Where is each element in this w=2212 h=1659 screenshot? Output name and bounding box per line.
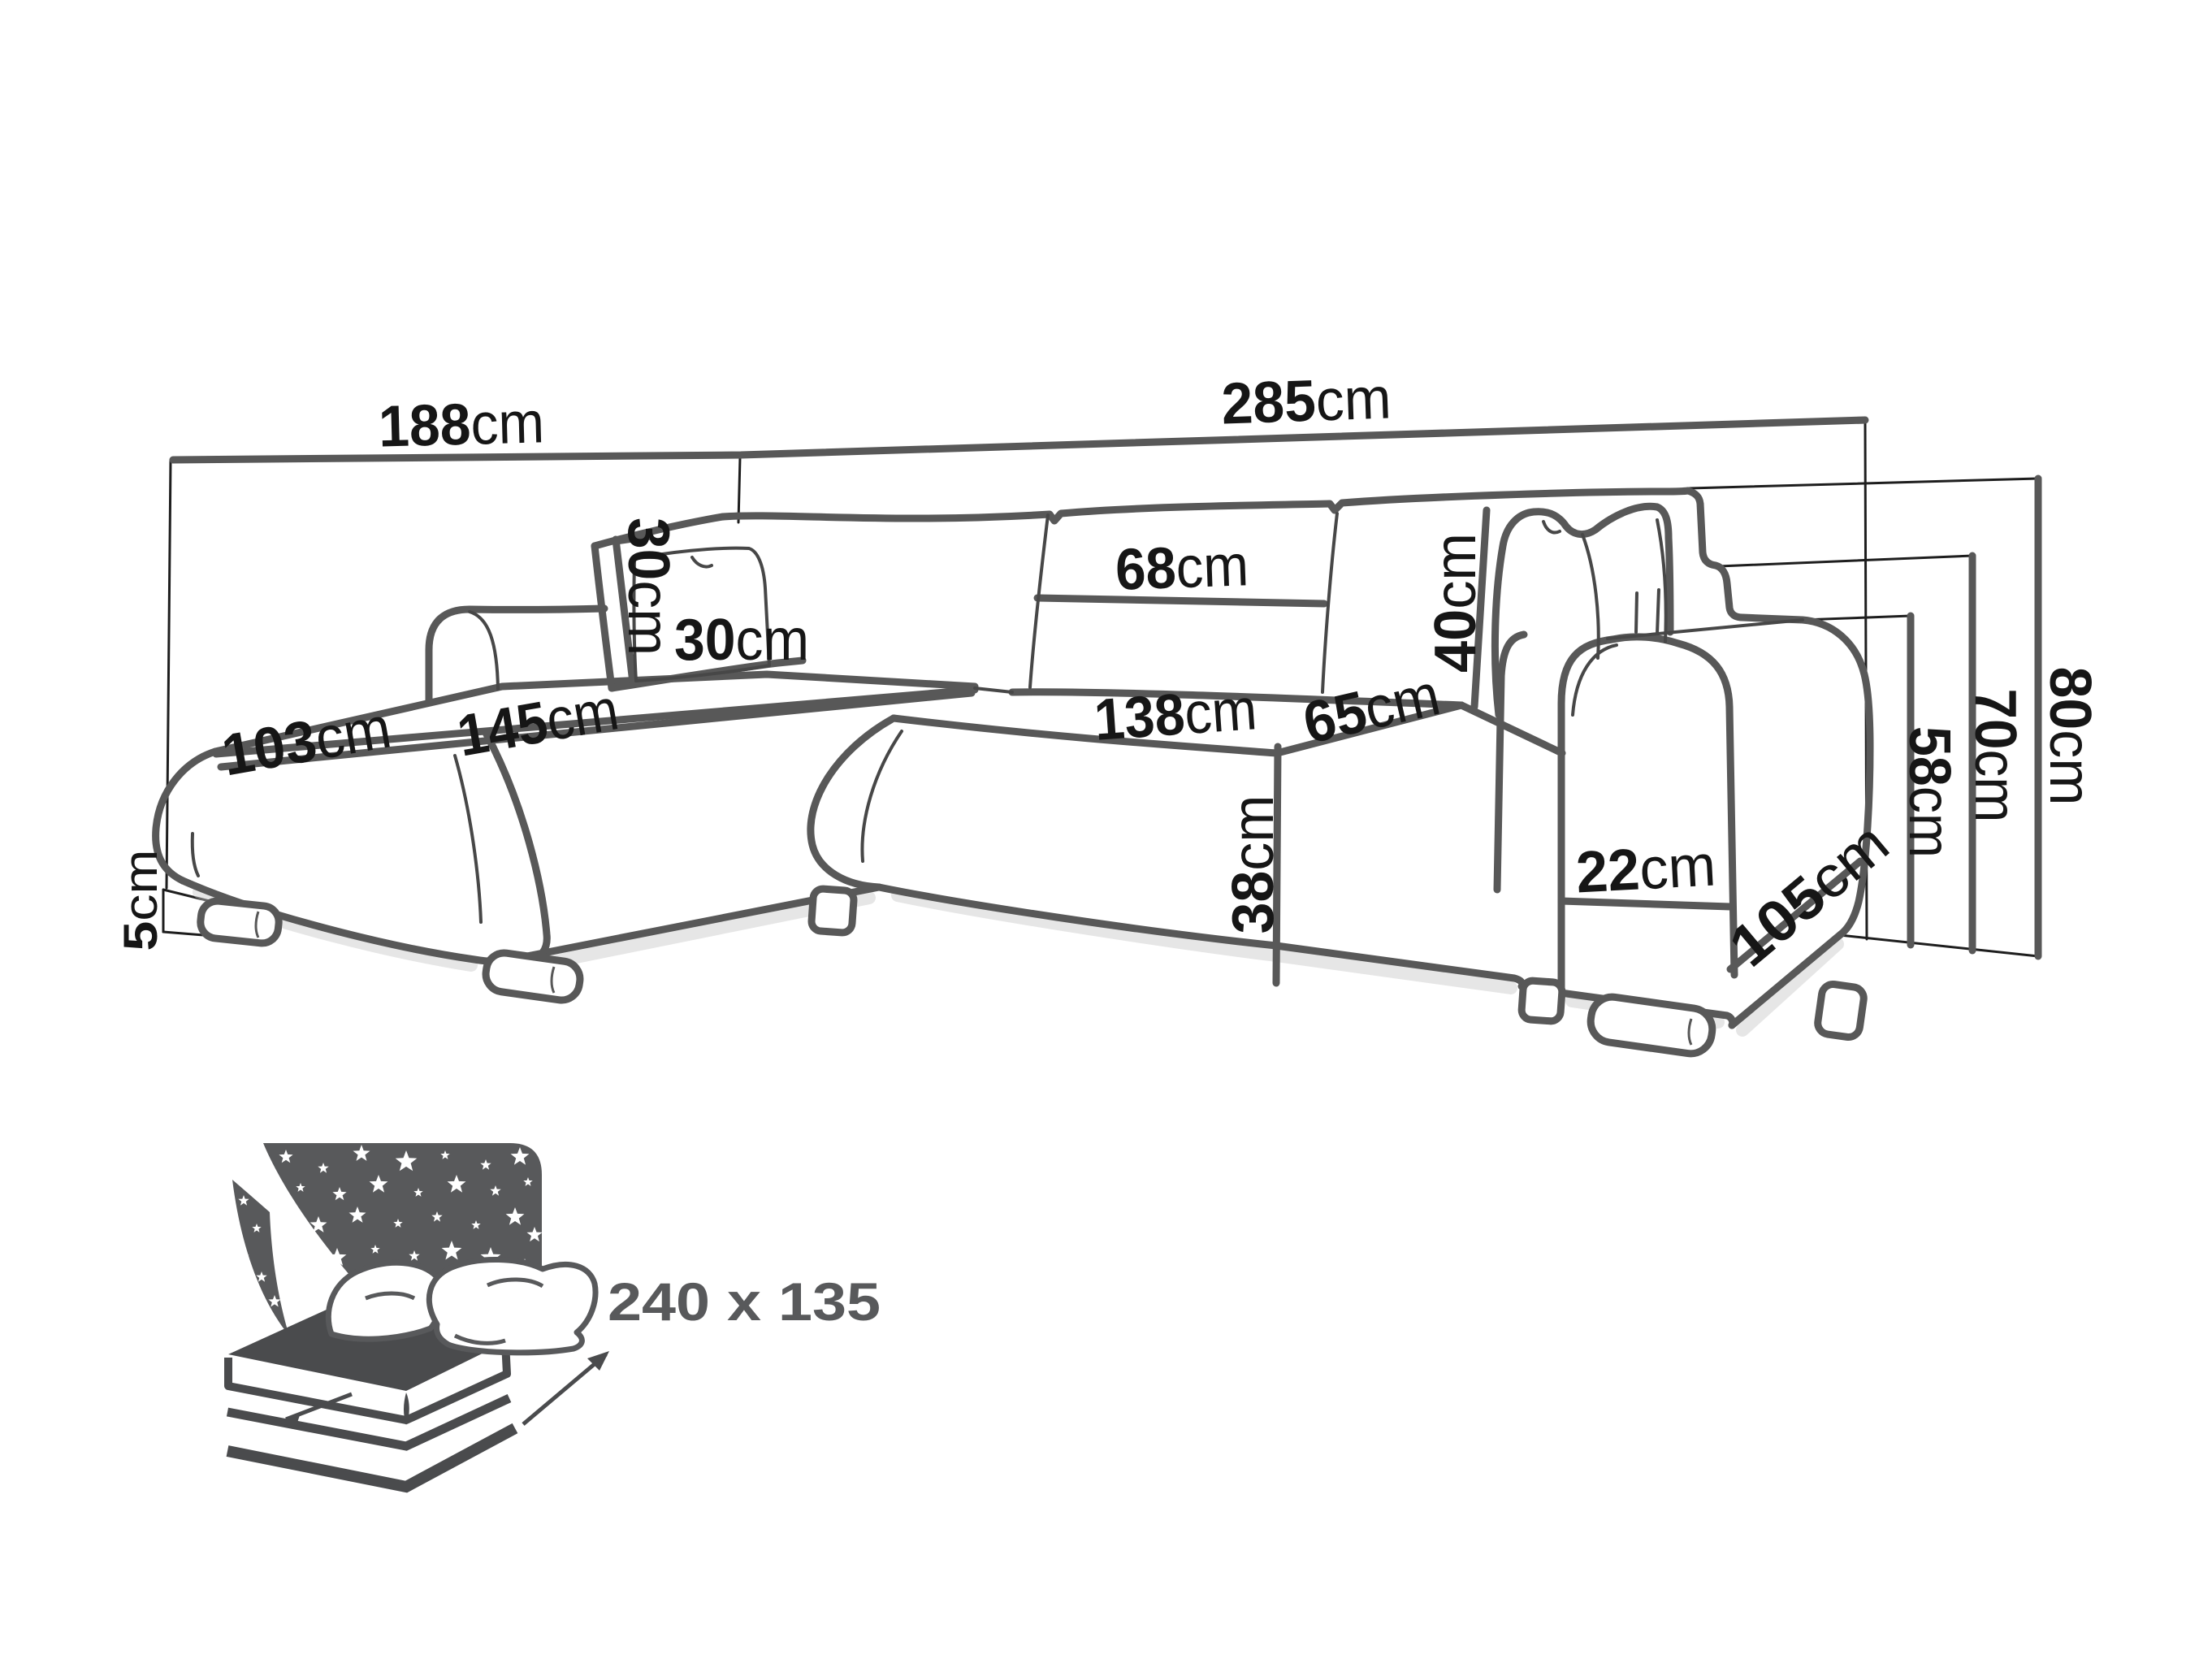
svg-text:38cm: 38cm xyxy=(1221,795,1286,934)
svg-text:145cm: 145cm xyxy=(452,677,623,769)
svg-text:40cm: 40cm xyxy=(1423,533,1488,673)
svg-text:5cm: 5cm xyxy=(115,850,167,951)
svg-text:22cm: 22cm xyxy=(1574,834,1717,906)
svg-text:30cm: 30cm xyxy=(616,518,681,656)
svg-text:65cm: 65cm xyxy=(1297,662,1446,756)
svg-text:240 x 135: 240 x 135 xyxy=(608,1271,881,1332)
svg-text:58cm: 58cm xyxy=(1897,726,1962,858)
svg-text:70cm: 70cm xyxy=(1963,689,2028,823)
svg-text:285cm: 285cm xyxy=(1220,366,1392,436)
svg-text:68cm: 68cm xyxy=(1115,533,1250,603)
svg-text:188cm: 188cm xyxy=(378,390,545,459)
svg-text:30cm: 30cm xyxy=(674,608,809,673)
svg-text:103cm: 103cm xyxy=(217,695,396,788)
svg-text:80cm: 80cm xyxy=(2037,667,2102,806)
svg-text:138cm: 138cm xyxy=(1093,677,1259,753)
